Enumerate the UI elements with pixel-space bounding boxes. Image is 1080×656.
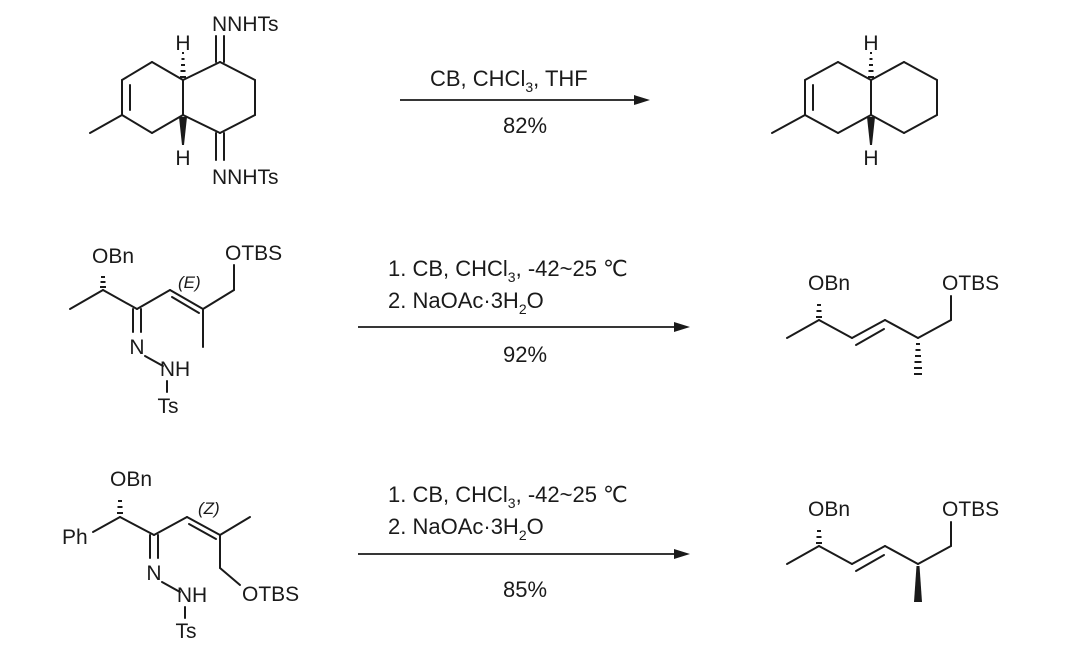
nh-atom: NH: [160, 358, 190, 381]
hydrazone-label-bottom: NNHTs: [212, 166, 279, 189]
n-atom: N: [146, 562, 161, 585]
h-atom-bottom: H: [175, 147, 190, 170]
yield-label: 82%: [503, 113, 547, 138]
arrow-head: [634, 95, 650, 105]
yield-label: 92%: [503, 342, 547, 367]
nh-atom: NH: [177, 584, 207, 607]
condition-line-1: CB, CHCl3, THF: [430, 66, 588, 95]
h-atom-top: H: [175, 32, 190, 55]
reactant-3: Ph OBn (Z) OTBS N NH Ts: [62, 468, 299, 643]
h-atom-top: H: [863, 32, 878, 55]
hydrazone-label-top: NNHTs: [212, 13, 279, 36]
obn-label: OBn: [110, 468, 152, 491]
reactant-2: OBn (E) OTBS N NH Ts: [69, 242, 282, 418]
condition-line-2: 2. NaOAc·3H2O: [388, 514, 544, 543]
product-3: OBn OTBS: [786, 498, 999, 602]
product-1: H H: [771, 32, 938, 170]
geometry-label: (E): [178, 273, 201, 292]
conditions-2: 1. CB, CHCl3, -42~25 ℃ 2. NaOAc·3H2O 92%: [358, 256, 690, 367]
condition-line-1: 1. CB, CHCl3, -42~25 ℃: [388, 256, 628, 285]
geometry-label: (Z): [198, 499, 220, 518]
obn-label: OBn: [808, 498, 850, 521]
hashed-bond: [180, 52, 186, 78]
hashed-bond: [868, 52, 874, 78]
hashed-bond: [100, 276, 106, 288]
reaction-1: H H NNHTs NNHTs CB, CHCl3, THF 82%: [89, 13, 938, 189]
otbs-label: OTBS: [942, 498, 999, 521]
otbs-label: OTBS: [225, 242, 282, 265]
wedge-bond: [867, 117, 875, 145]
conditions-1: CB, CHCl3, THF 82%: [400, 66, 650, 138]
n-atom: N: [129, 336, 144, 359]
ts-label: Ts: [176, 620, 197, 643]
ph-label: Ph: [62, 526, 88, 549]
otbs-label: OTBS: [942, 272, 999, 295]
arrow-head: [674, 549, 690, 559]
reaction-3: Ph OBn (Z) OTBS N NH Ts: [62, 468, 999, 643]
otbs-label: OTBS: [242, 583, 299, 606]
yield-label: 85%: [503, 577, 547, 602]
arrow-head: [674, 322, 690, 332]
ts-label: Ts: [158, 395, 179, 418]
conditions-3: 1. CB, CHCl3, -42~25 ℃ 2. NaOAc·3H2O 85%: [358, 482, 690, 602]
obn-label: OBn: [808, 272, 850, 295]
wedge-bond: [179, 117, 187, 145]
product-2: OBn OTBS: [786, 272, 999, 375]
obn-label: OBn: [92, 245, 134, 268]
hashed-bond: [117, 500, 123, 514]
h-atom-bottom: H: [863, 147, 878, 170]
reaction-2: OBn (E) OTBS N NH Ts 1. CB, CHCl3, -42~2…: [69, 242, 999, 418]
hashed-bond: [816, 304, 822, 318]
reactant-1: H H NNHTs NNHTs: [89, 13, 279, 189]
condition-line-1: 1. CB, CHCl3, -42~25 ℃: [388, 482, 628, 511]
wedge-bond: [914, 566, 922, 602]
condition-line-2: 2. NaOAc·3H2O: [388, 288, 544, 317]
hashed-bond: [914, 343, 922, 375]
hashed-bond: [816, 530, 822, 544]
